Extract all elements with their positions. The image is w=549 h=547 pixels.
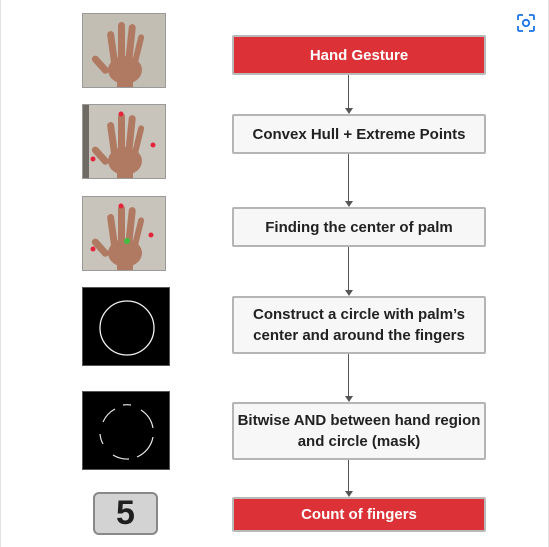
left-border — [0, 0, 1, 547]
arrow-connector — [348, 460, 349, 491]
step-construct-circle: Construct a circle with palm’s center an… — [232, 296, 486, 354]
hand-palm-center-thumbnail — [82, 196, 166, 271]
arrow-head — [345, 108, 353, 114]
arrow-head — [345, 290, 353, 296]
arrow-head — [345, 491, 353, 497]
arrow-connector — [348, 247, 349, 290]
arrow-connector — [348, 354, 349, 396]
arrow-connector — [348, 75, 349, 108]
step-hand-gesture: Hand Gesture — [232, 35, 486, 75]
step-convex-hull: Convex Hull + Extreme Points — [232, 114, 486, 154]
hand-extreme-points-thumbnail — [82, 104, 166, 179]
arrow-head — [345, 201, 353, 207]
hand-photo-thumbnail — [82, 13, 166, 88]
arrow-head — [345, 396, 353, 402]
visual-search-icon[interactable] — [516, 13, 536, 33]
step-palm-center: Finding the center of palm — [232, 207, 486, 247]
step-count-fingers: Count of fingers — [232, 497, 486, 532]
masked-circle-arcs-thumbnail — [82, 391, 170, 470]
arrow-connector — [348, 154, 349, 201]
circle-outline-thumbnail — [82, 287, 170, 366]
step-bitwise-and: Bitwise AND between hand region and circ… — [232, 402, 486, 460]
finger-count-result: 5 — [93, 492, 158, 535]
